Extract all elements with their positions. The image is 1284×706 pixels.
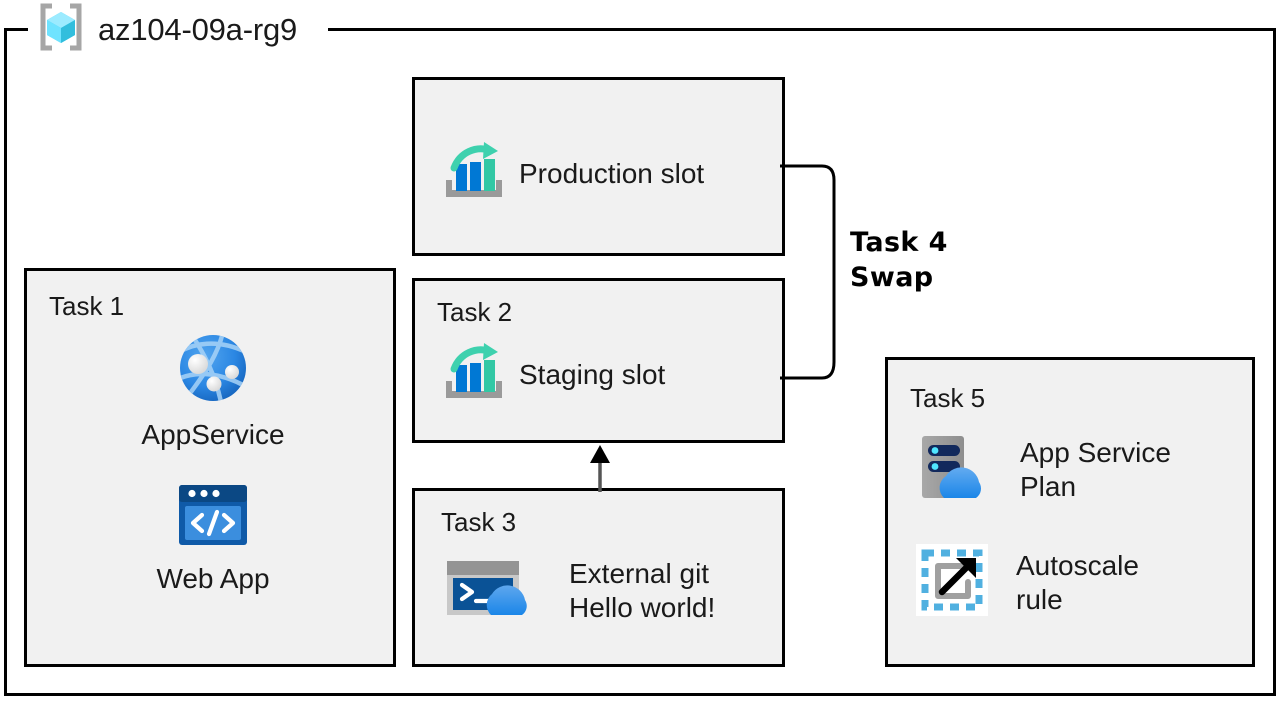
production-slot-label: Production slot <box>519 157 705 189</box>
task1-appservice-text: AppService <box>141 419 285 450</box>
task2-staging-row: Staging slot <box>443 343 665 406</box>
cloud-shell-terminal-icon <box>443 553 535 628</box>
production-slot-row: Production slot <box>443 142 704 205</box>
task1-box[interactable]: Task 1 <box>24 268 396 667</box>
resource-group-cube-icon <box>34 2 88 57</box>
task1-item-webapp: Web App <box>133 481 293 595</box>
task3-box[interactable]: Task 3 <box>412 488 785 667</box>
task5-item-autoscale: Autoscale rule <box>914 542 1139 623</box>
task5-item-plan: App Service Plan <box>914 430 1171 509</box>
app-service-plan-server-cloud-icon <box>914 430 994 509</box>
task3-label: Task 3 <box>441 507 517 537</box>
task2-staging-label: Staging slot <box>519 358 666 390</box>
task5-box[interactable]: Task 5 <box>885 357 1255 667</box>
task5-autoscale-text: Autoscale rule <box>1016 550 1139 615</box>
resource-group-name: az104-09a-rg9 <box>98 11 298 47</box>
resource-group-frame <box>4 28 1276 696</box>
task2-box[interactable]: Task 2 Staging slot <box>412 278 785 443</box>
app-service-globe-icon <box>176 331 250 410</box>
task2-label: Task 2 <box>437 297 513 327</box>
autoscale-rule-arrow-icon <box>914 542 990 623</box>
deployment-slot-icon <box>443 142 505 205</box>
task5-plan-text: App Service Plan <box>1020 437 1171 502</box>
swap-label: Task 4 Swap <box>850 227 948 293</box>
production-slot-box[interactable]: Production slot <box>412 77 785 256</box>
task1-webapp-text: Web App <box>156 563 270 594</box>
resource-group-title: az104-09a-rg9 <box>34 2 298 57</box>
task1-item-appservice: AppService <box>133 331 293 451</box>
task5-label: Task 5 <box>910 383 986 413</box>
task1-label: Task 1 <box>49 291 125 321</box>
web-app-code-window-icon <box>174 481 252 554</box>
task3-git-text: External git Hello world! <box>569 558 716 623</box>
deployment-slot-icon <box>443 343 505 406</box>
task3-git-row: External git Hello world! <box>443 553 715 628</box>
